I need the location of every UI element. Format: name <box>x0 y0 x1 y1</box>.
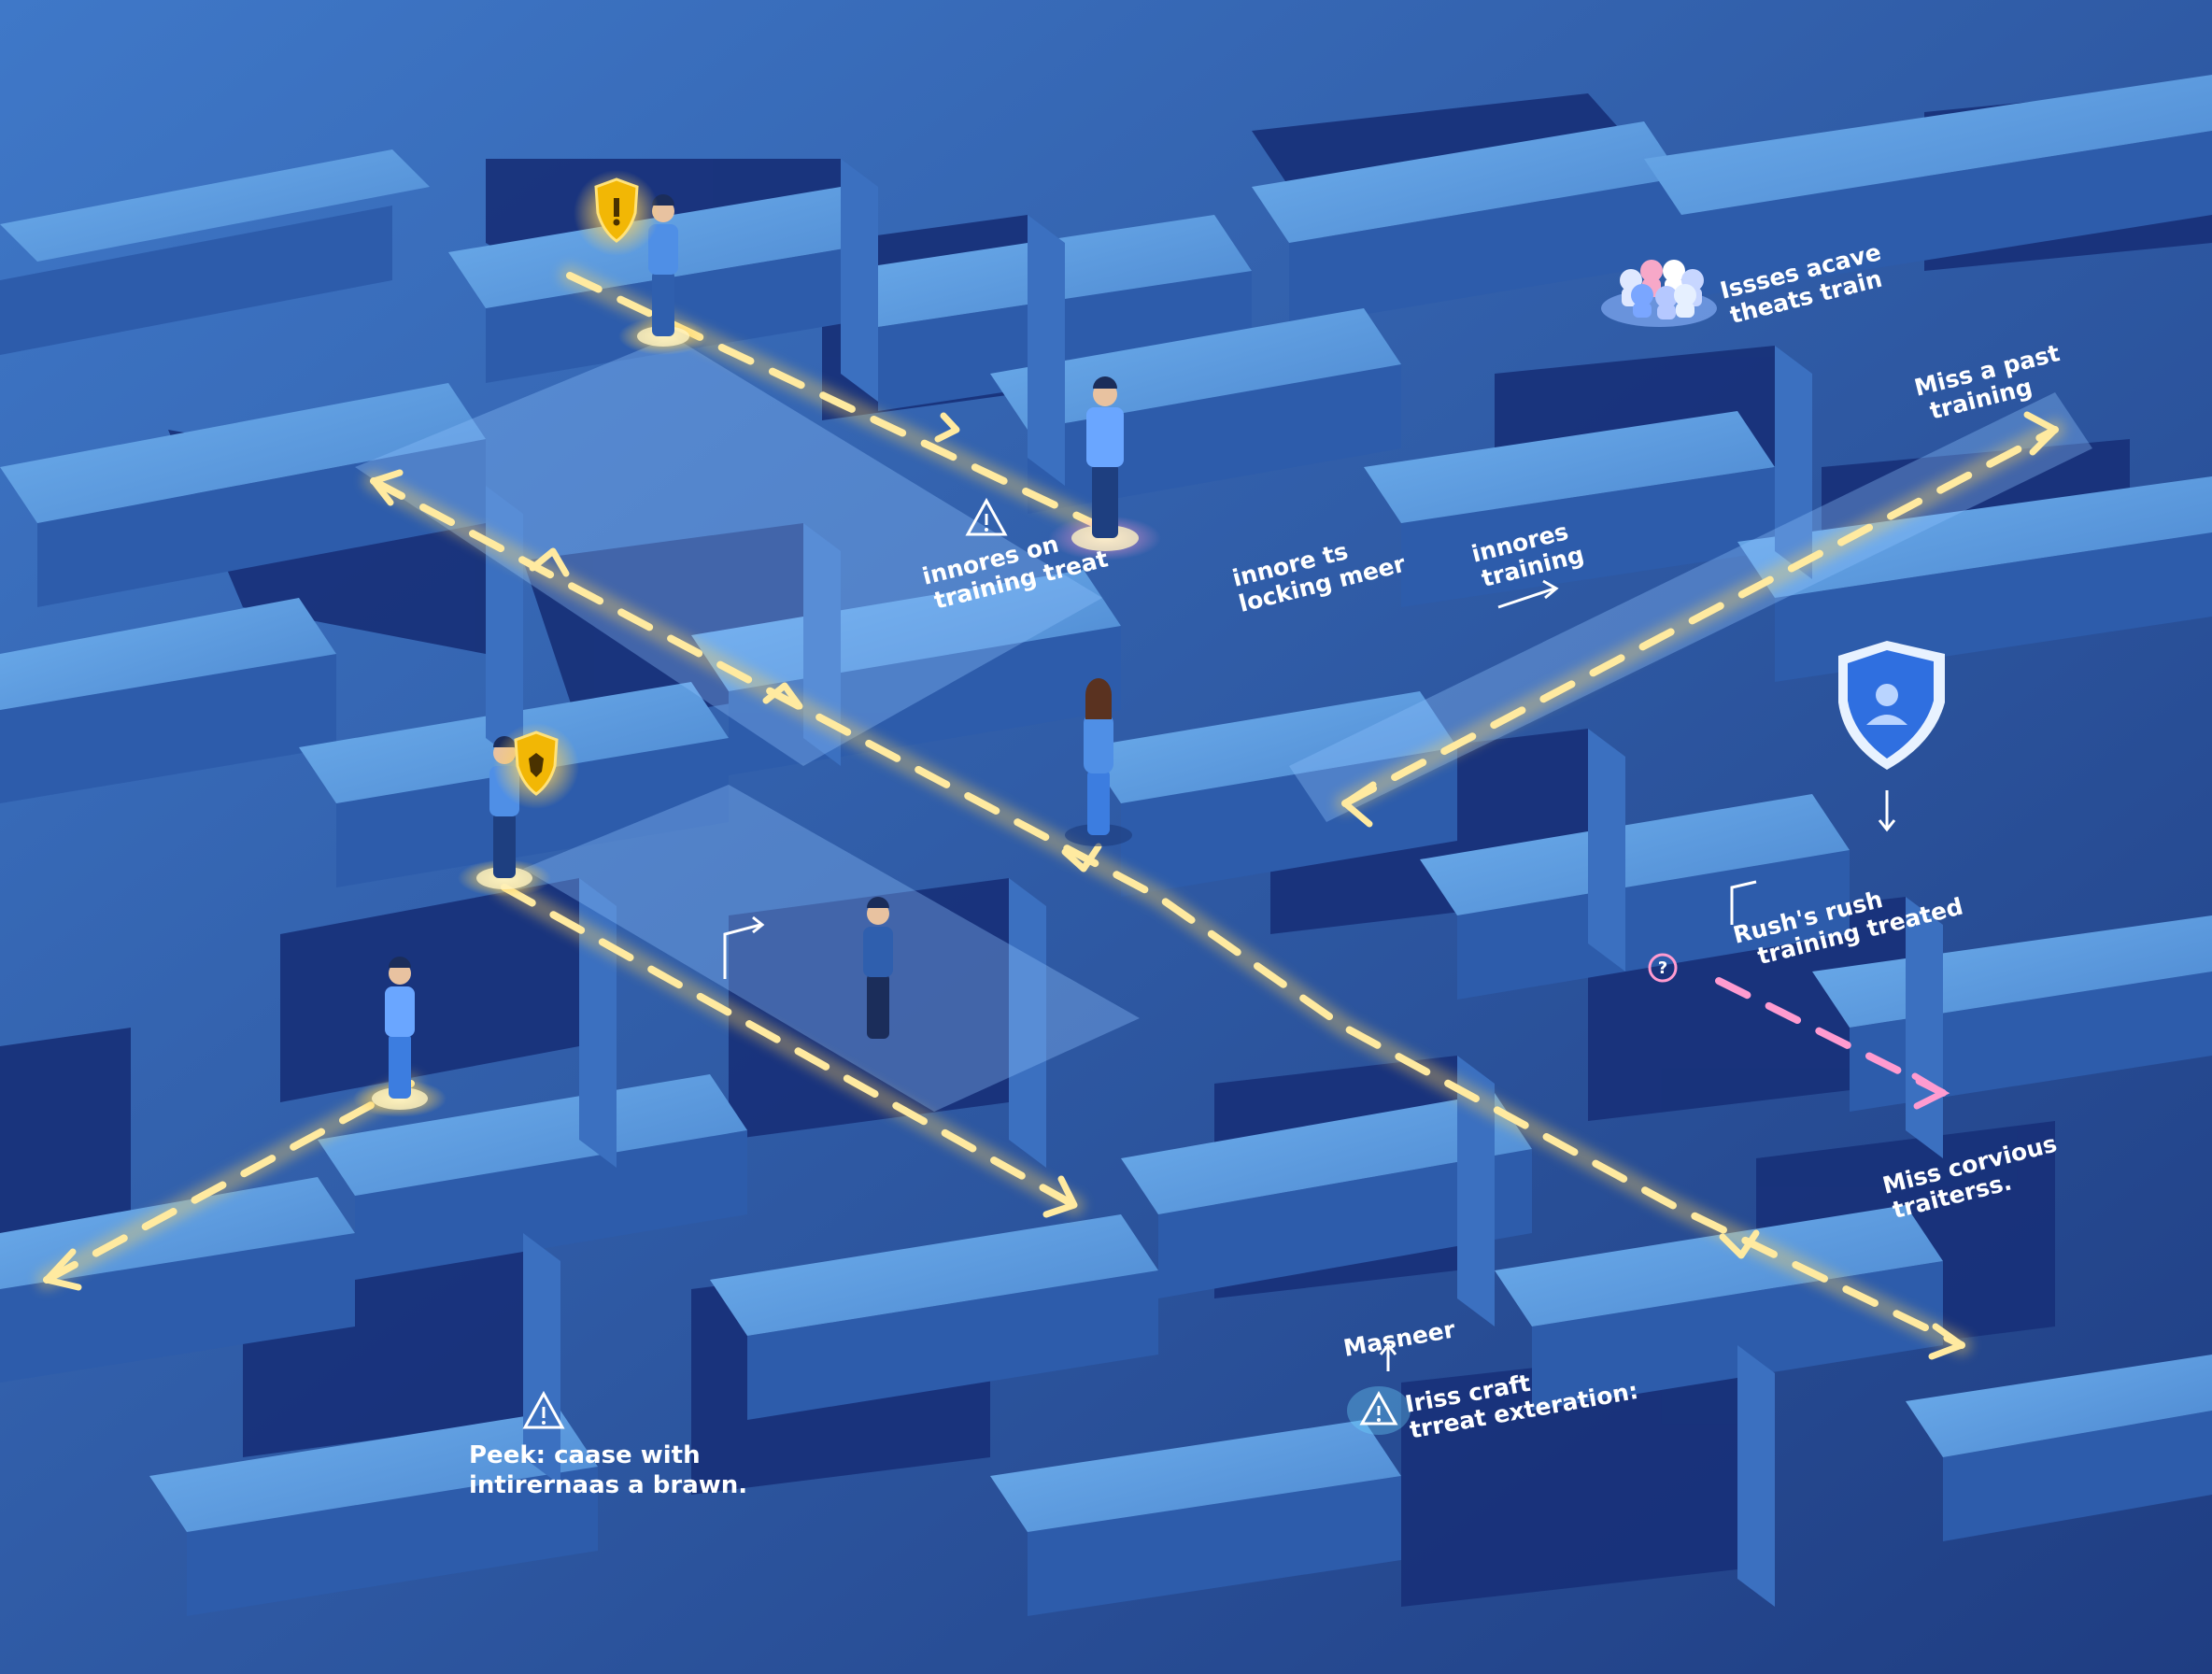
arrow-icon <box>2023 411 2059 456</box>
path-arrows <box>43 411 2059 1360</box>
shield-icon <box>493 723 579 809</box>
walkway-floors <box>355 336 2092 1112</box>
path-segment-4 <box>43 1080 415 1284</box>
warning-icon <box>522 1390 565 1429</box>
arrow-icon <box>370 469 404 506</box>
maze-walls <box>0 75 2212 1616</box>
warning-icon <box>965 497 1008 536</box>
path-segment-pink <box>1715 977 1947 1097</box>
path-segment-5 <box>1341 426 2059 807</box>
arrow-icon <box>1042 1175 1078 1218</box>
connector-arrows <box>723 579 1757 1371</box>
user-shield-icon <box>1838 641 1945 832</box>
label-peek: Peek: caase with intirernaas a brawn. <box>469 1441 747 1499</box>
path-segment-1 <box>566 272 1097 527</box>
svg-text:?: ? <box>1658 958 1667 978</box>
arrow-icon <box>1719 1229 1760 1259</box>
question-icon: ? <box>1648 953 1678 983</box>
person-figure <box>385 957 415 1099</box>
path-segment-2 <box>370 477 1965 1349</box>
arrow-icon <box>934 412 960 443</box>
person-figure <box>1086 376 1124 538</box>
arrow-icon <box>529 547 570 577</box>
arrow-icon <box>43 1248 82 1291</box>
arrow-icon <box>762 682 803 710</box>
person-figure <box>863 897 893 1039</box>
arrow-icon <box>1928 1323 1965 1360</box>
warning-icon <box>1347 1386 1411 1435</box>
arrow-icon <box>1911 1072 1950 1110</box>
arrow-icon <box>1341 781 1377 828</box>
shield-icon <box>574 170 659 256</box>
team-icon <box>1601 260 1717 327</box>
arrow-icon <box>1061 843 1102 872</box>
paths <box>36 265 2065 1355</box>
person-figure <box>1084 678 1113 835</box>
path-segment-3 <box>501 884 1078 1209</box>
